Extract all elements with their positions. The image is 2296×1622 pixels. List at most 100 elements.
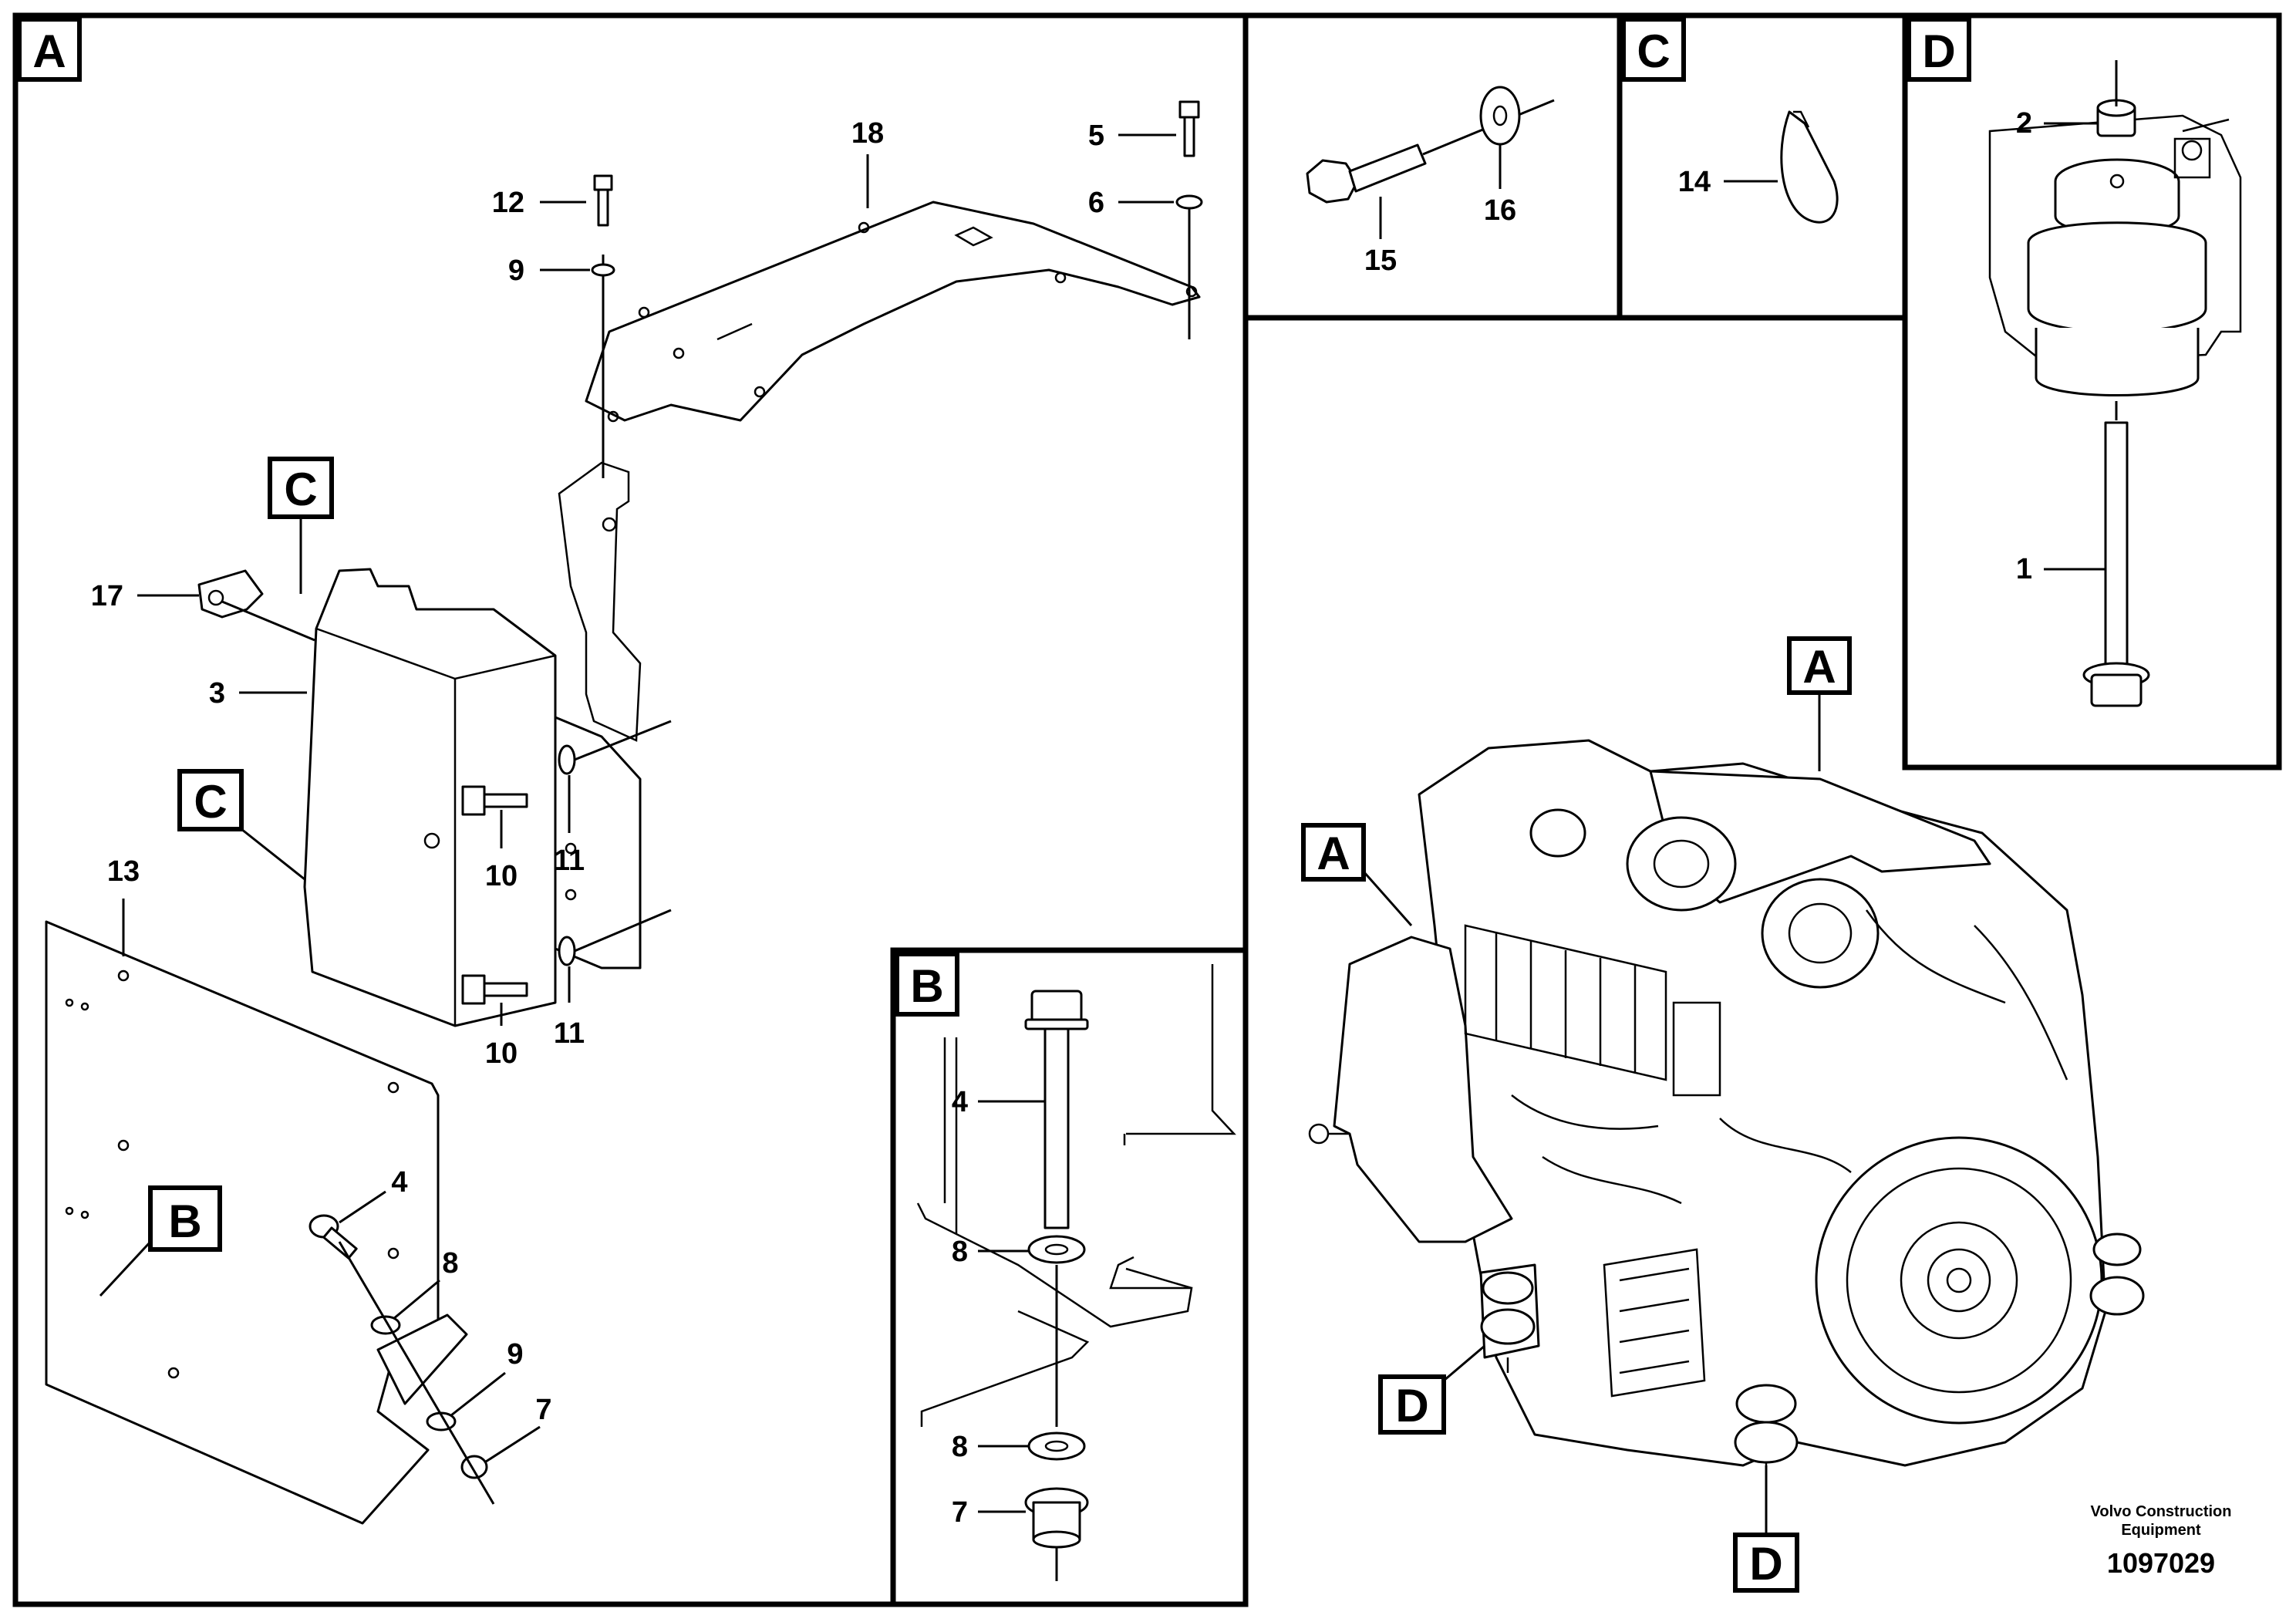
ref-tag-d-bottom: D: [1733, 1465, 1799, 1593]
clip-axis: [221, 600, 315, 642]
callout-15: 15: [1364, 197, 1397, 277]
washer-11-upper: [558, 744, 576, 775]
washer-8-b-upper: [1027, 1235, 1086, 1264]
washer-8: [370, 1315, 401, 1335]
callout-1: 1: [2016, 553, 2106, 585]
ref-tag-a-top: A: [1787, 636, 1852, 771]
svg-text:A: A: [1317, 828, 1350, 879]
ref-tag-a-left: A: [1301, 823, 1413, 926]
company-name: Volvo Construction Equipment: [2090, 1503, 2232, 1539]
panel-b-tag: B: [895, 952, 959, 1017]
engine-overview: [1308, 739, 2145, 1481]
plate-hole: [565, 889, 577, 901]
nut-7-b: [1024, 1487, 1089, 1549]
callout-b-4: 4: [952, 1086, 1045, 1118]
svg-text:10: 10: [485, 860, 518, 892]
callout-b-7: 7: [952, 1496, 1026, 1529]
svg-text:10: 10: [485, 1037, 518, 1070]
svg-text:D: D: [1749, 1538, 1782, 1590]
panel-b-frame: [890, 947, 1249, 1607]
svg-text:A: A: [1802, 641, 1836, 693]
nut-7: [460, 1455, 488, 1479]
svg-text:B: B: [168, 1195, 201, 1247]
link-bracket: [558, 461, 642, 742]
callout-5: 5: [1088, 120, 1176, 152]
svg-text:B: B: [910, 960, 943, 1012]
svg-text:7: 7: [952, 1496, 968, 1529]
washer-8-b-upper-hole: [1044, 1243, 1069, 1256]
svg-text:8: 8: [952, 1431, 968, 1463]
callout-11-lower: 11: [554, 966, 585, 1050]
side-plate: [554, 716, 642, 969]
callout-9-top: 9: [508, 255, 590, 287]
drawing-number: 1097029: [2106, 1547, 2216, 1579]
svg-text:A: A: [32, 25, 66, 77]
svg-text:11: 11: [554, 845, 585, 877]
engine-mount-detail: [1988, 114, 2242, 396]
callout-b-8-upper: 8: [952, 1236, 1029, 1268]
callout-13: 13: [107, 855, 140, 956]
panel-d-frame: [1902, 12, 2282, 771]
svg-text:4: 4: [952, 1086, 968, 1118]
ref-tag-c-lower: C: [177, 769, 305, 881]
callout-6: 6: [1088, 187, 1174, 219]
panel-a-frame: [12, 12, 1249, 1607]
bolt-4-b: [1024, 990, 1089, 1229]
svg-text:C: C: [284, 464, 317, 515]
bolt-1: [2082, 421, 2150, 707]
bolt-10-upper: [461, 785, 528, 816]
panel-c-left-frame: [1242, 12, 1623, 321]
callout-b-8-lower: 8: [952, 1431, 1029, 1463]
panel-a-tag: A: [17, 17, 82, 82]
washer-11-lower: [558, 936, 576, 966]
callout-2: 2: [2016, 107, 2098, 140]
cable-tie-14: [1780, 110, 1839, 224]
callout-12: 12: [492, 187, 586, 219]
callout-9-lower: 9: [450, 1338, 524, 1417]
view-b-detail: [916, 964, 1236, 1427]
washer-6: [1175, 194, 1203, 210]
axis: [338, 1241, 495, 1505]
link-nut: [602, 517, 617, 532]
plate-hole: [565, 842, 577, 855]
svg-text:13: 13: [107, 855, 140, 888]
svg-text:1: 1: [2016, 553, 2032, 585]
control-unit-box-3: [303, 568, 557, 1027]
nut-2: [2096, 99, 2136, 137]
svg-text:3: 3: [209, 677, 225, 710]
svg-text:17: 17: [91, 580, 123, 612]
bolt-10-lower: [461, 974, 528, 1005]
svg-text:15: 15: [1364, 244, 1397, 277]
svg-text:16: 16: [1484, 194, 1516, 227]
callout-11-upper: 11: [554, 775, 585, 877]
svg-text:18: 18: [851, 117, 884, 150]
svg-text:D: D: [1395, 1380, 1428, 1431]
base-plate-13: [45, 920, 440, 1525]
svg-text:6: 6: [1088, 187, 1104, 219]
callout-10-upper: 10: [485, 810, 518, 892]
callout-4: 4: [339, 1166, 408, 1224]
bolt-15: [1306, 143, 1427, 204]
panel-d-tag: D: [1907, 17, 1971, 82]
svg-text:C: C: [194, 776, 227, 828]
svg-text:5: 5: [1088, 120, 1104, 152]
callout-8: 8: [393, 1247, 459, 1320]
svg-text:14: 14: [1678, 166, 1711, 198]
washer-8-b-lower: [1027, 1431, 1086, 1461]
ref-tag-b: B: [99, 1185, 222, 1297]
svg-text:9: 9: [507, 1338, 523, 1371]
svg-text:9: 9: [508, 255, 524, 287]
footer: Volvo Construction Equipment 1097029: [2084, 1502, 2238, 1580]
tab-plate: [376, 1313, 468, 1405]
callout-10-lower: 10: [485, 1003, 518, 1070]
svg-text:8: 8: [442, 1247, 458, 1280]
svg-text:8: 8: [952, 1236, 968, 1268]
svg-text:12: 12: [492, 187, 524, 219]
callout-18: 18: [851, 117, 884, 208]
axis: [574, 720, 672, 761]
washer-16: [1479, 86, 1521, 146]
washer-8-b-lower-hole: [1044, 1440, 1069, 1452]
bolt-12: [593, 174, 613, 478]
callout-7: 7: [485, 1394, 552, 1463]
